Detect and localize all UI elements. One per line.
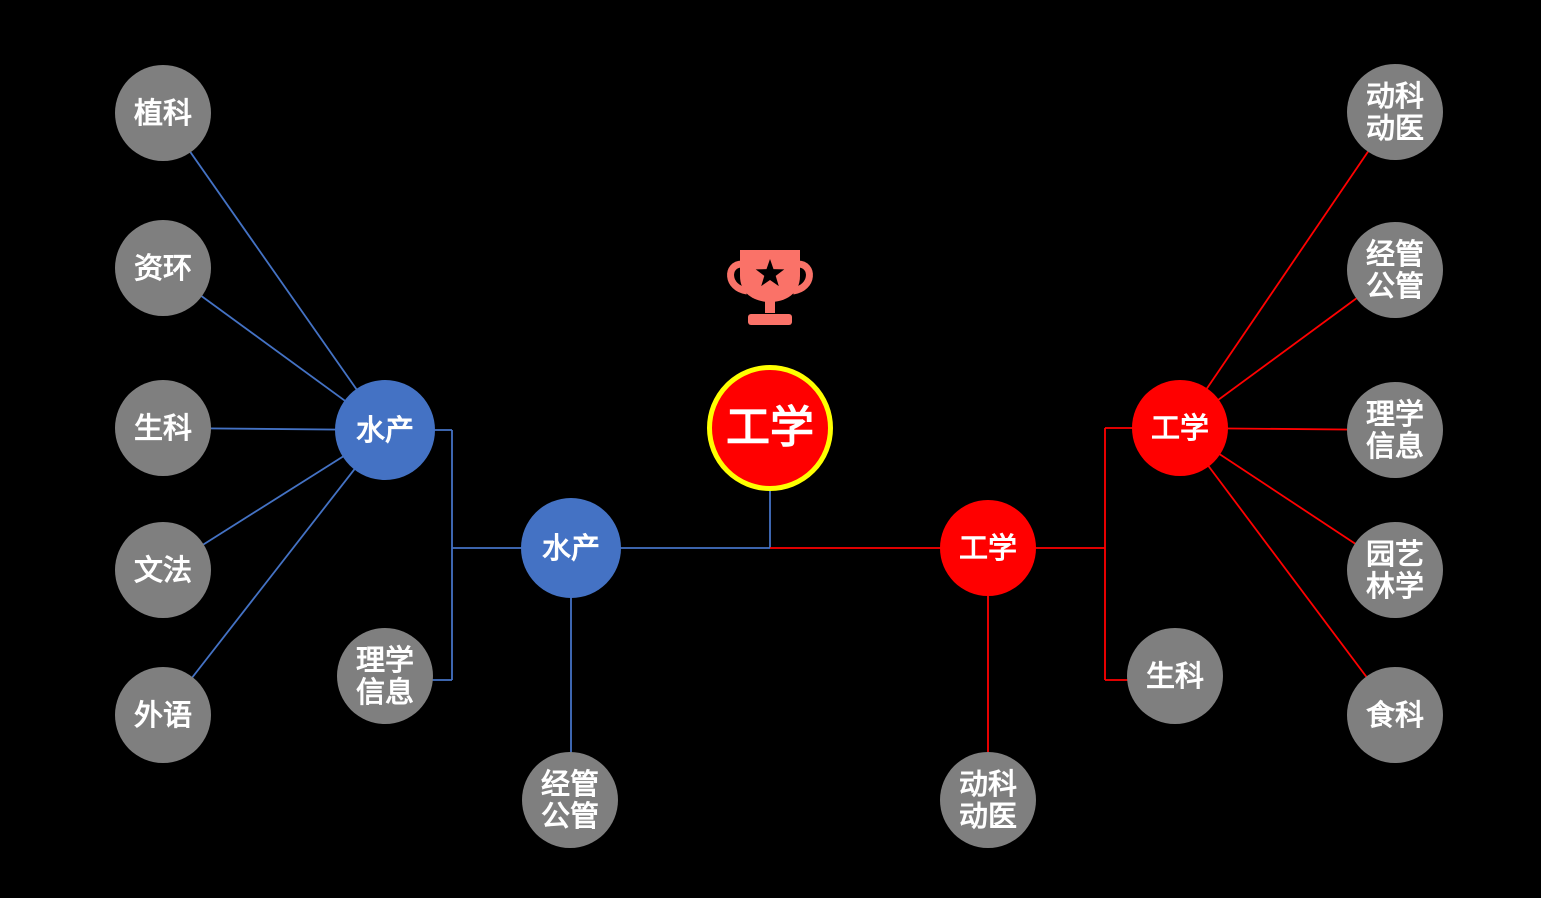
- node-yuanyi: 园艺 林学: [1347, 522, 1443, 618]
- node-dongke-right: 动科 动医: [1347, 64, 1443, 160]
- edge: [1179, 111, 1396, 429]
- node-shuichan-round1: 水产: [335, 380, 435, 480]
- edge: [162, 429, 386, 716]
- node-lixue-left: 理学 信息: [337, 628, 433, 724]
- node-shike: 食科: [1347, 667, 1443, 763]
- star-icon: [755, 259, 785, 287]
- node-champion: 工学: [707, 365, 833, 491]
- node-dongke-bottom: 动科 动医: [940, 752, 1036, 848]
- node-jingguan-right: 经管 公管: [1347, 222, 1443, 318]
- node-lixue-right: 理学 信息: [1347, 382, 1443, 478]
- node-shengke-left: 生科: [115, 380, 211, 476]
- trophy-icon: [727, 250, 813, 325]
- edge: [162, 112, 386, 431]
- node-gongxue-right: 工学: [1132, 380, 1228, 476]
- edge: [1179, 427, 1396, 716]
- node-shengke-right: 生科: [1127, 628, 1223, 724]
- node-gongxue-mid: 工学: [940, 500, 1036, 596]
- node-jingguan-left: 经管 公管: [522, 752, 618, 848]
- node-waiyu: 外语: [115, 667, 211, 763]
- node-zhike: 植科: [115, 65, 211, 161]
- node-zihuan: 资环: [115, 220, 211, 316]
- node-wenfa: 文法: [115, 522, 211, 618]
- node-shuichan-round2: 水产: [521, 498, 621, 598]
